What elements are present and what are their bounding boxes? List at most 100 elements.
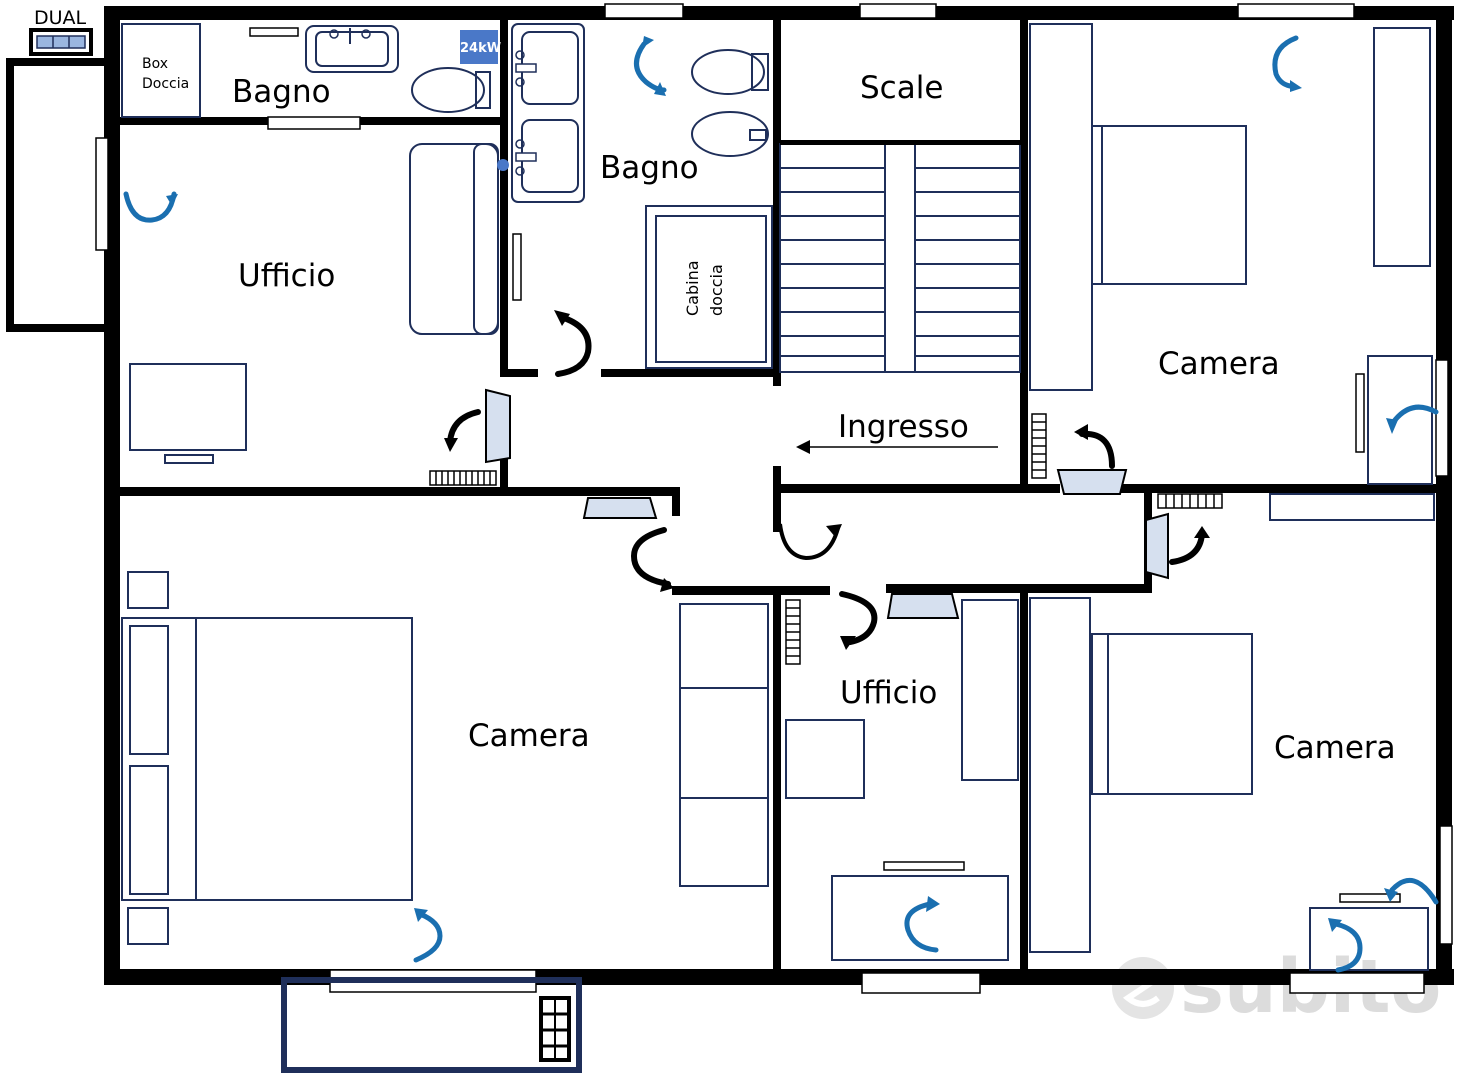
bed-icon [1091,633,1253,795]
door-panel [886,593,960,619]
room-label-ufficio-top: Ufficio [238,258,335,294]
nightstand-icon [127,907,169,945]
wall [886,584,1148,593]
door-panel [1056,469,1128,495]
wall [672,586,830,595]
cabina-label-line1: Cabina [683,260,702,316]
balcony-west-outline [6,58,104,332]
room-label-bagno-main: Bagno [600,150,699,186]
room-ufficio-top: Ufficio [123,143,511,486]
wall [508,487,680,496]
wall [1120,484,1440,493]
radiator-icon [429,470,497,486]
armchair-icon [785,719,865,799]
room-ufficio-bottom: Ufficio [785,591,1019,961]
towel-rail-icon [512,233,522,301]
room-label-ufficio-bottom: Ufficio [840,675,937,711]
curved-arrow-icon [555,315,592,377]
curved-arrow-icon [123,191,177,223]
window-icon [1237,3,1355,19]
window-icon [1289,972,1425,994]
desk-icon [129,363,247,451]
boiler-power-label: 24kW [460,41,501,56]
wardrobe-icon [1029,23,1093,391]
wall [1020,20,1028,486]
curved-arrow-icon [630,527,671,587]
door-panel [582,497,658,519]
chair-icon [883,861,965,871]
bidet-icon [691,111,769,157]
curved-arrow-icon [1333,921,1363,973]
chair-icon [1355,373,1365,453]
room-label-scale: Scale [860,70,943,106]
wall [500,438,508,492]
headboard-icon [121,617,197,901]
room-camera-bottom-right: Camera [1029,493,1439,973]
stairs-icon [779,143,1021,373]
room-label-bagno-small: Bagno [232,74,331,110]
wall [500,369,538,377]
wardrobe-icon [679,603,769,887]
balcony-south [281,977,582,1073]
boiler-icon [460,30,498,64]
toilet-icon [691,49,765,95]
box-doccia-label-line2: Doccia [142,76,189,92]
wall [1020,590,1028,972]
nightstand-icon [127,571,169,609]
desk-icon [1367,355,1433,485]
wall [773,590,781,972]
balcony-west [6,58,104,332]
sofa-icon [409,143,499,335]
curved-arrow-icon [413,911,443,963]
curved-arrow-icon [447,409,481,445]
window-icon [859,3,937,19]
curved-arrow-icon [1272,35,1299,89]
double-sink-icon [511,23,585,203]
chair-icon [1339,893,1401,903]
door-panel [1145,512,1169,580]
curved-arrow-icon [904,901,939,953]
room-camera-bottom-left: Camera [121,571,769,963]
box-doccia [121,23,201,118]
sink-icon [305,25,399,73]
curved-arrow-icon [839,591,878,645]
wall [500,20,508,372]
bed-icon [1091,125,1247,285]
wall [601,369,781,377]
corridor [582,493,1223,592]
window-icon [1439,825,1453,945]
bathroom-small: Box Doccia Bagno 24kW [121,23,501,130]
window-icon [95,137,109,251]
window-icon [1435,359,1449,477]
desk-icon [1309,907,1429,971]
toilet-icon [411,67,485,113]
cabina-label-line2: doccia [707,264,726,316]
wall [778,484,1060,493]
room-label-camera-bottom-left: Camera [468,718,590,754]
wall-north [104,6,1454,20]
balcony-south-outline [281,977,582,1073]
shower-cabin [645,205,773,369]
desk-icon [831,875,1009,961]
dual-ac-unit: DUAL [29,7,93,56]
wall [773,20,781,386]
wall-east [1436,6,1452,985]
wall [672,496,680,516]
curved-arrow-icon [778,523,840,561]
wardrobe-icon [1373,27,1431,267]
window-icon [249,27,299,37]
room-label-ingresso: Ingresso [838,409,969,445]
room-ingresso: Ingresso [796,409,998,454]
room-label-camera-top-right: Camera [1158,346,1280,382]
dual-label: DUAL [34,7,87,29]
room-camera-top-right: Camera [1029,23,1439,495]
bed-icon [195,617,413,901]
room-scale: Scale [779,70,1022,373]
wall [120,487,508,496]
window-icon [604,3,684,19]
curved-arrow-icon [1389,878,1439,905]
window-icon [861,972,981,994]
room-label-camera-bottom-right: Camera [1274,730,1396,766]
curved-arrow-icon [1169,531,1205,565]
wall [773,466,781,532]
